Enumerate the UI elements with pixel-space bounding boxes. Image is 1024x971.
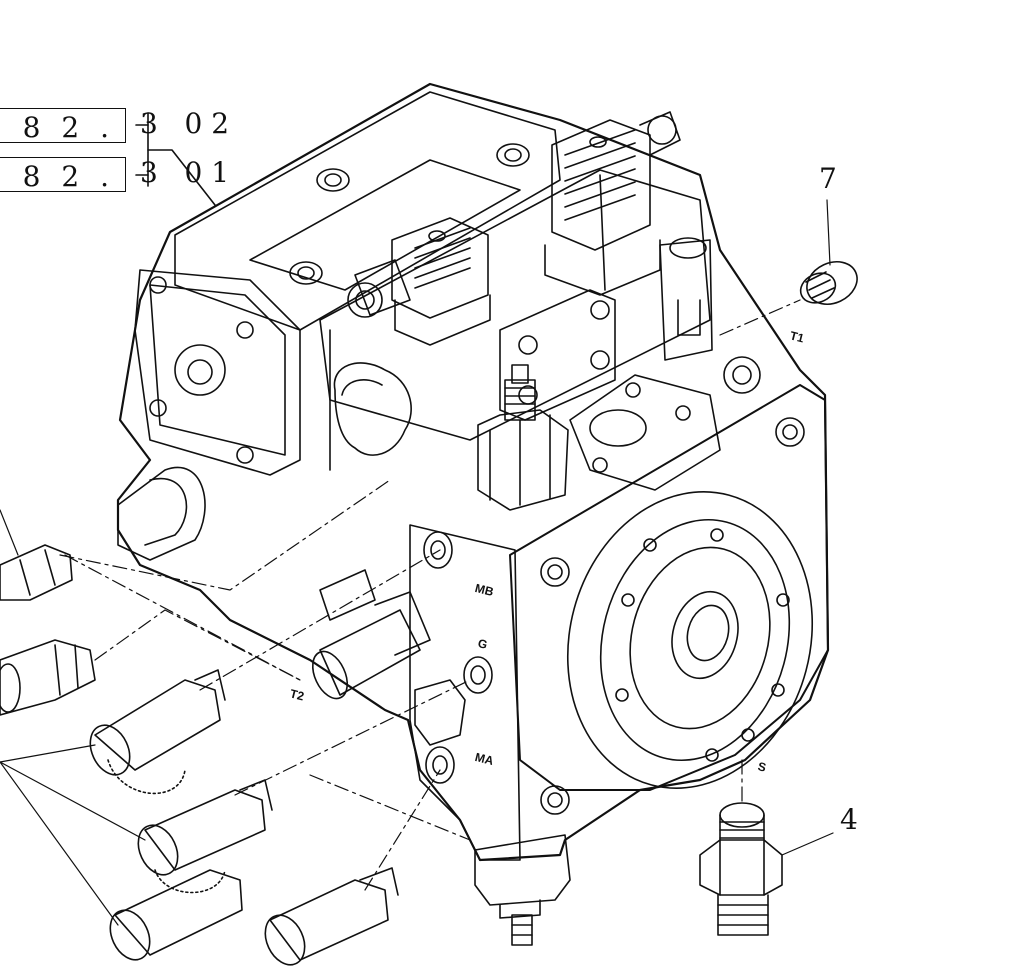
callout-7: 7: [819, 162, 837, 195]
reference-box-2: . 8 2 .: [0, 157, 126, 193]
reference-suffix-1: 3 0 2: [140, 107, 230, 140]
plug-part-7: [799, 261, 858, 305]
left-fittings: [0, 544, 399, 966]
reference-suffix-2: 3 0 1: [140, 156, 230, 189]
control-block: [333, 237, 713, 456]
hose-fittings: [311, 569, 431, 700]
callout-leaders: [0, 199, 834, 926]
reference-box-2-text: . 8 2 .: [0, 160, 115, 193]
callout-4: 4: [840, 803, 858, 836]
reference-box-1-text: . 8 2 .: [0, 111, 115, 144]
fitting-part-4: [699, 802, 783, 936]
port-plate: [569, 374, 721, 491]
pump-body: [116, 82, 830, 862]
bottom-fitting: [474, 834, 571, 946]
explode-lines: [59, 299, 801, 891]
reference-box-1: . 8 2 .: [0, 108, 126, 144]
pressure-valve: [477, 364, 569, 511]
reference-leader-lines: [135, 112, 216, 206]
side-manifold: [409, 524, 521, 861]
front-flange: [509, 356, 829, 815]
solenoid-valves: [347, 111, 681, 346]
